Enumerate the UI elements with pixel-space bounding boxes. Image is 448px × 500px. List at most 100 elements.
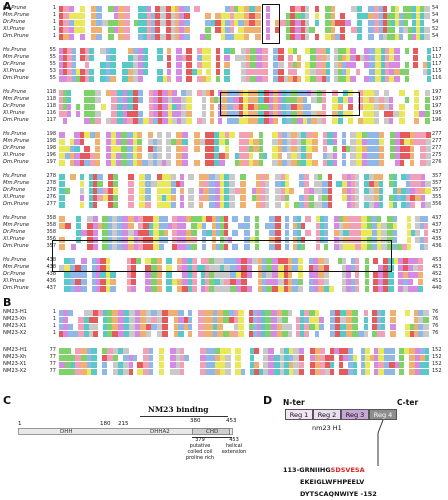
sequence-end: 437: [432, 222, 442, 228]
cter-label: C-ter: [397, 398, 419, 407]
residue-track: [59, 160, 431, 166]
highlight-box-top: [262, 4, 280, 44]
sub1-putative: putative: [189, 443, 211, 449]
sequence-end: 76: [432, 309, 439, 315]
sub2-extension: extension: [221, 449, 247, 455]
residue-track: [59, 258, 431, 264]
sequence-end: 452: [432, 271, 442, 277]
sequence-end: 117: [432, 47, 442, 53]
sequence-start: 198: [46, 145, 56, 151]
sequence-name: Hs.Prune: [3, 131, 27, 137]
residue-track: [59, 118, 431, 124]
residue-track: [59, 139, 431, 145]
tick-line: [192, 437, 232, 438]
residue-track: [59, 20, 431, 26]
residue-track: [59, 362, 431, 368]
sequence-end: 453: [432, 264, 442, 270]
domain-dhh: DHH: [60, 429, 73, 435]
residue-track: [59, 153, 431, 159]
panel-label-a: A: [3, 0, 12, 13]
sequence-start: 438: [46, 264, 56, 270]
residue-track: [59, 188, 431, 194]
sequence-end: 54: [432, 33, 439, 39]
sub2: 453 helical extension: [218, 437, 250, 455]
sequence-end: 440: [432, 285, 442, 291]
sequence-end: 357: [432, 180, 442, 186]
residue-track: [59, 369, 431, 375]
seq-line-1: 113-GRNIIHGSDSVESA: [283, 466, 365, 474]
sequence-name: Dm.Prune: [3, 117, 29, 123]
residue-track: [59, 181, 431, 187]
sequence-start: 198: [46, 138, 56, 144]
sequence-name: NM23-H1: [3, 347, 28, 353]
residue-track: [59, 331, 431, 337]
sequence-end: 54: [432, 12, 439, 18]
sequence-name: Xl.Prune: [3, 26, 25, 32]
sequence-end: 196: [432, 117, 442, 123]
region-1: Reg 1: [285, 409, 313, 420]
tick-380: 380: [190, 418, 201, 424]
sequence-end: 76: [432, 323, 439, 329]
sequence-start: 116: [46, 110, 56, 116]
sequence-end: 437: [432, 215, 442, 221]
sequence-name: Dm.Prune: [3, 159, 29, 165]
sequence-name: Xl.Prune: [3, 236, 25, 242]
residue-track: [59, 132, 431, 138]
sequence-name: Dr.Prune: [3, 229, 26, 235]
sequence-name: Dr.Prune: [3, 187, 26, 193]
tick-215: 215: [118, 421, 129, 427]
residue-track: [59, 146, 431, 152]
sequence-end: 152: [432, 347, 442, 353]
sequence-end: 152: [432, 361, 442, 367]
residue-track: [59, 34, 431, 40]
sequence-start: 278: [46, 173, 56, 179]
residue-track: [59, 13, 431, 19]
residue-track: [59, 6, 431, 12]
sequence-start: 277: [46, 201, 56, 207]
sequence-end: 357: [432, 173, 442, 179]
residue-track: [59, 286, 431, 292]
panel-label-c: C: [3, 394, 12, 407]
protein-bar: [18, 428, 233, 435]
sequence-start: 77: [49, 347, 56, 353]
sequence-start: 197: [46, 159, 56, 165]
sequence-name: Dr.Prune: [3, 271, 26, 277]
seq-line-2: EKEIGLWFHPEELV: [300, 478, 365, 486]
sequence-end: 436: [432, 243, 442, 249]
highlight-box-low: [52, 240, 392, 272]
sequence-name: Hs.Prune: [3, 257, 27, 263]
sequence-end: 197: [432, 89, 442, 95]
sequence-start: 77: [49, 361, 56, 367]
sequence-name: Xl.Prune: [3, 152, 25, 158]
region-2: Reg 2: [313, 409, 341, 420]
sequence-name: NM23-Xh: [3, 316, 27, 322]
sequence-start: 278: [46, 187, 56, 193]
sequence-start: 436: [46, 278, 56, 284]
residue-track: [59, 230, 431, 236]
sequence-name: NM23-X1: [3, 323, 27, 329]
tick-1: 1: [18, 421, 22, 427]
residue-track: [59, 216, 431, 222]
sequence-name: Mm.Prune: [3, 264, 30, 270]
sequence-name: Dm.Prune: [3, 75, 29, 81]
sequence-start: 117: [46, 117, 56, 123]
panel-label-b: B: [3, 296, 12, 309]
sequence-start: 1: [52, 309, 56, 315]
sequence-name: NM23-X2: [3, 330, 27, 336]
sequence-start: 53: [49, 68, 56, 74]
sequence-end: 435: [432, 236, 442, 242]
